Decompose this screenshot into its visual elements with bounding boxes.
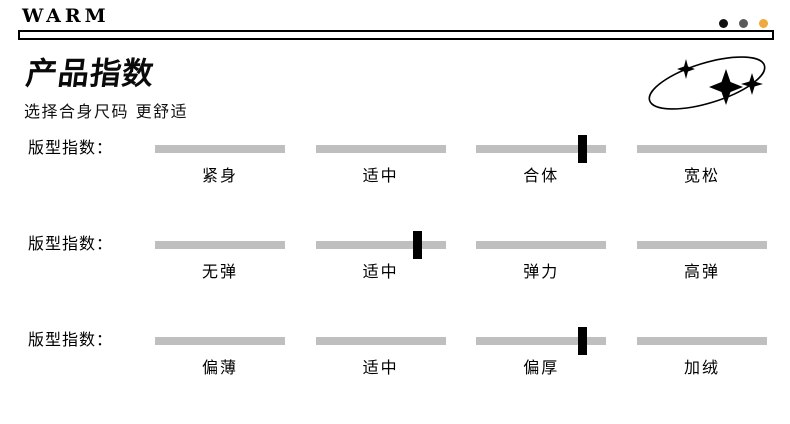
slider-segments: [155, 337, 767, 345]
slider-thumb[interactable]: [578, 327, 587, 355]
slider-option[interactable]: 偏厚: [523, 358, 560, 377]
slider-option[interactable]: 宽松: [683, 166, 720, 185]
slider-option[interactable]: 高弹: [683, 262, 720, 281]
brand-logo: WARM: [22, 5, 110, 27]
page-title: 产品指数: [23, 56, 157, 92]
index-slider-list: 版型指数： 紧身 适中 合体 宽松 版型指数：: [0, 135, 790, 424]
slider-segments: [155, 145, 767, 153]
slider-option-labels: 偏薄 适中 偏厚 加绒: [155, 354, 767, 378]
title-block: 产品指数 选择合身尺码 更舒适: [24, 56, 189, 122]
slider-segment[interactable]: [315, 337, 446, 345]
slider-segment[interactable]: [636, 337, 767, 345]
status-dot-orange[interactable]: [759, 19, 768, 28]
slider-row-label: 版型指数：: [28, 330, 114, 349]
slider-option[interactable]: 弹力: [523, 262, 560, 281]
slider-option[interactable]: 适中: [362, 358, 399, 377]
slider-segment[interactable]: [636, 241, 767, 249]
slider-option[interactable]: 适中: [362, 262, 399, 281]
slider-segment[interactable]: [315, 145, 446, 153]
status-dot-black[interactable]: [719, 19, 728, 28]
slider-thumb[interactable]: [413, 231, 422, 259]
slider-row: 版型指数： 偏薄 适中 偏厚 加绒: [0, 327, 790, 424]
slider-option-labels: 无弹 适中 弹力 高弹: [155, 258, 767, 282]
slider-segment[interactable]: [476, 241, 607, 249]
status-dot-gray[interactable]: [739, 19, 748, 28]
slider-row-label: 版型指数：: [28, 138, 114, 157]
slider-segments: [155, 241, 767, 249]
slider-segment[interactable]: [636, 145, 767, 153]
slider-segment[interactable]: [476, 145, 607, 153]
slider-segment[interactable]: [315, 241, 446, 249]
orbit-sparkle-graphic: [642, 52, 772, 114]
slider-thumb[interactable]: [578, 135, 587, 163]
slider-segment[interactable]: [155, 337, 285, 345]
slider-option[interactable]: 偏薄: [201, 358, 238, 377]
slider-row-label: 版型指数：: [28, 234, 114, 253]
slider-option-labels: 紧身 适中 合体 宽松: [155, 162, 767, 186]
header-divider-bar: [18, 30, 774, 40]
slider-option[interactable]: 无弹: [201, 262, 238, 281]
status-dot-group: [719, 19, 768, 28]
slider-row: 版型指数： 紧身 适中 合体 宽松: [0, 135, 790, 232]
slider-segment[interactable]: [155, 241, 285, 249]
slider-option[interactable]: 紧身: [201, 166, 238, 185]
slider-track-area[interactable]: 无弹 适中 弹力 高弹: [155, 231, 767, 288]
page-subtitle: 选择合身尺码 更舒适: [24, 101, 189, 121]
slider-row: 版型指数： 无弹 适中 弹力 高弹: [0, 231, 790, 328]
slider-option[interactable]: 适中: [362, 166, 399, 185]
slider-option[interactable]: 加绒: [683, 358, 720, 377]
slider-segment[interactable]: [476, 337, 607, 345]
slider-track-area[interactable]: 偏薄 适中 偏厚 加绒: [155, 327, 767, 384]
slider-option[interactable]: 合体: [523, 166, 560, 185]
slider-segment[interactable]: [155, 145, 285, 153]
slider-track-area[interactable]: 紧身 适中 合体 宽松: [155, 135, 767, 192]
page-header: WARM: [0, 0, 790, 46]
